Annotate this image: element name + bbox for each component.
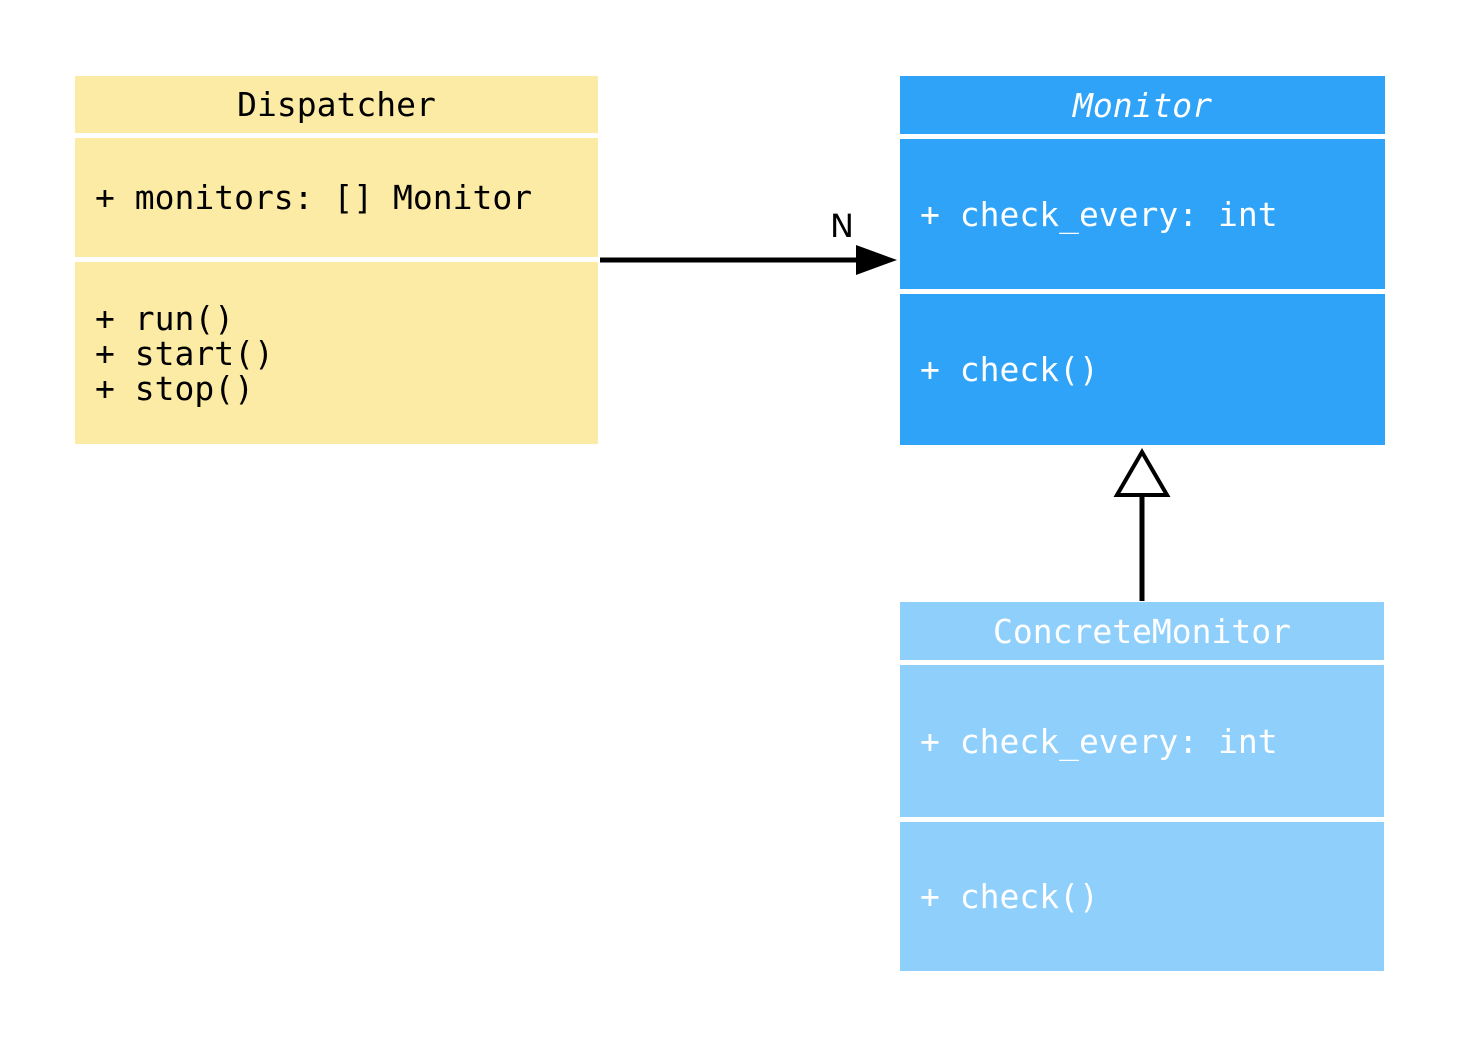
monitor-attribute-check-every: + check_every: int [920, 194, 1278, 234]
concrete-monitor-class-name: ConcreteMonitor [900, 602, 1384, 660]
monitor-method-check: + check() [920, 350, 1099, 389]
inheritance-arrow-concrete-to-monitor [1113, 448, 1171, 601]
concrete-monitor-attributes-section: + check_every: int [900, 665, 1384, 817]
filled-arrowhead-icon [856, 245, 897, 275]
dispatcher-attribute-monitors: + monitors: [] Monitor [95, 178, 533, 217]
concrete-monitor-attribute-check-every: + check_every: int [920, 721, 1278, 761]
dispatcher-method-start: + start() [95, 333, 274, 373]
class-box-dispatcher: Dispatcher + monitors: [] Monitor + run(… [75, 76, 598, 444]
concrete-monitor-method-check: + check() [920, 877, 1099, 916]
concrete-monitor-methods-section: + check() [900, 822, 1384, 971]
association-multiplicity-label: N [830, 207, 854, 245]
dispatcher-attributes-section: + monitors: [] Monitor [75, 138, 598, 257]
class-box-concrete-monitor: ConcreteMonitor + check_every: int + che… [900, 602, 1384, 971]
dispatcher-class-name: Dispatcher [75, 76, 598, 133]
monitor-attributes-section: + check_every: int [900, 139, 1385, 289]
dispatcher-methods-section: + run() + start() + stop() [75, 262, 598, 444]
association-arrow-dispatcher-to-monitor [600, 245, 897, 275]
monitor-methods-section: + check() [900, 294, 1385, 445]
dispatcher-method-run: + run() [95, 298, 235, 338]
hollow-triangle-arrowhead-icon [1113, 448, 1171, 497]
class-box-monitor: Monitor + check_every: int + check() [900, 76, 1385, 445]
dispatcher-method-stop: + stop() [95, 368, 254, 408]
monitor-class-name: Monitor [900, 76, 1385, 134]
